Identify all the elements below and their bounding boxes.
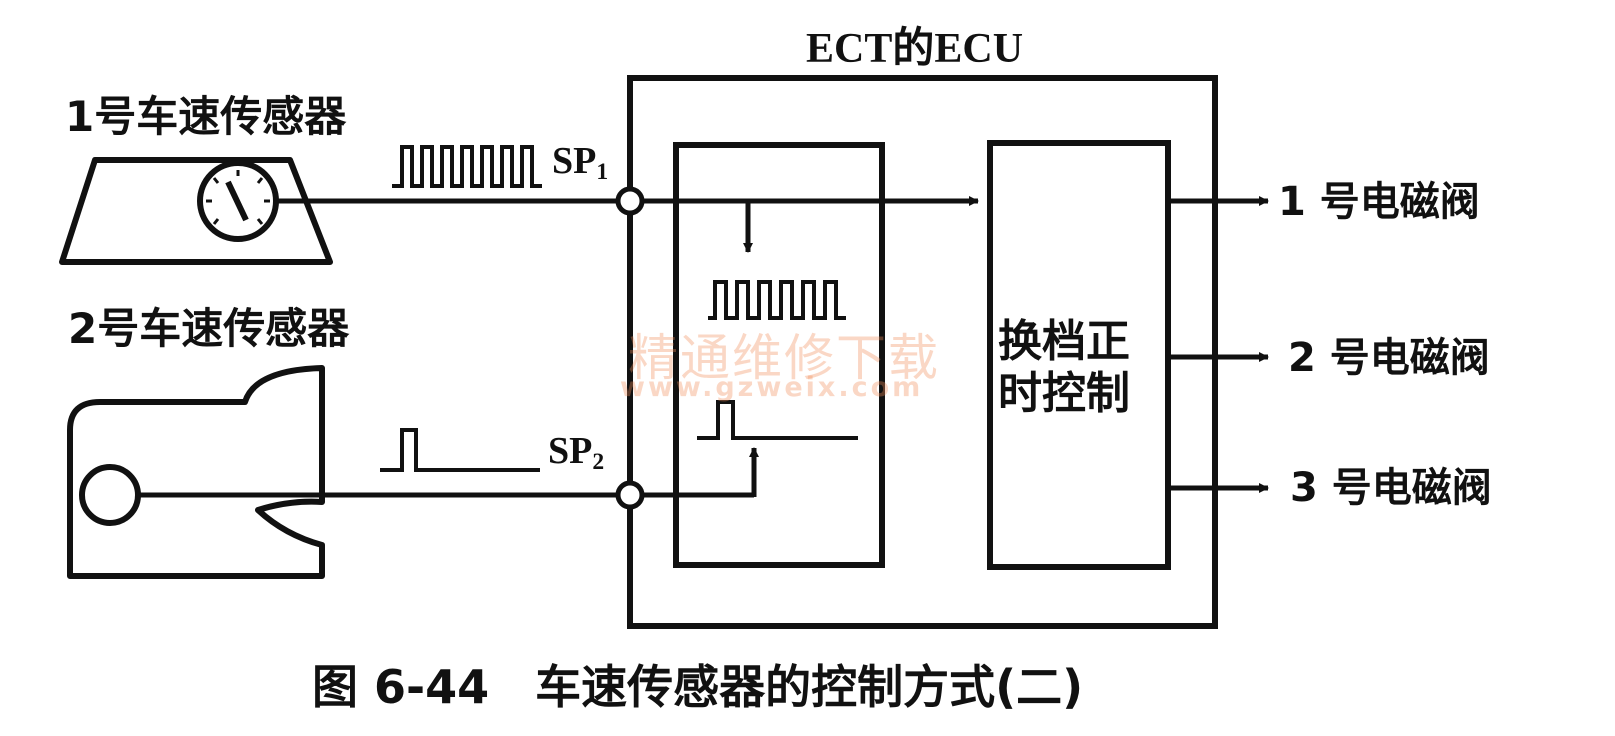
figure-caption: 图 6-44 车速传感器的控制方式(二) (312, 660, 1084, 714)
watermark-text: 精通维修下载 (628, 329, 940, 387)
ecu-outer-box (627, 75, 1218, 629)
output-label-2: 2 号电磁阀 (1288, 335, 1490, 381)
output-label-3: 3 号电磁阀 (1290, 465, 1492, 511)
pulse-sp2 (380, 428, 540, 472)
sp1-label: SP1 (552, 140, 609, 185)
shift-block-line2: 时控制 (998, 368, 1130, 419)
signal-processing-box (673, 142, 885, 568)
speed-sensor-2-icon (67, 365, 325, 579)
sensor1-label: 1号车速传感器 (65, 92, 347, 141)
watermark-url: www.gzweix.com (620, 372, 924, 403)
pulse-train-inner (708, 280, 846, 320)
ecu-title: ECT的ECU (806, 26, 1024, 72)
speed-sensor-1-icon (59, 157, 333, 265)
shift-block-line1: 换档正 (998, 316, 1130, 367)
sp2-label: SP2 (548, 430, 605, 475)
pulse-train-sp1 (392, 145, 542, 188)
pulse-inner-sp2 (697, 400, 858, 440)
node-sp2 (615, 480, 645, 510)
sensor2-label: 2号车速传感器 (68, 304, 350, 353)
output-label-1: 1 号电磁阀 (1278, 179, 1480, 225)
node-sp1 (615, 186, 645, 216)
